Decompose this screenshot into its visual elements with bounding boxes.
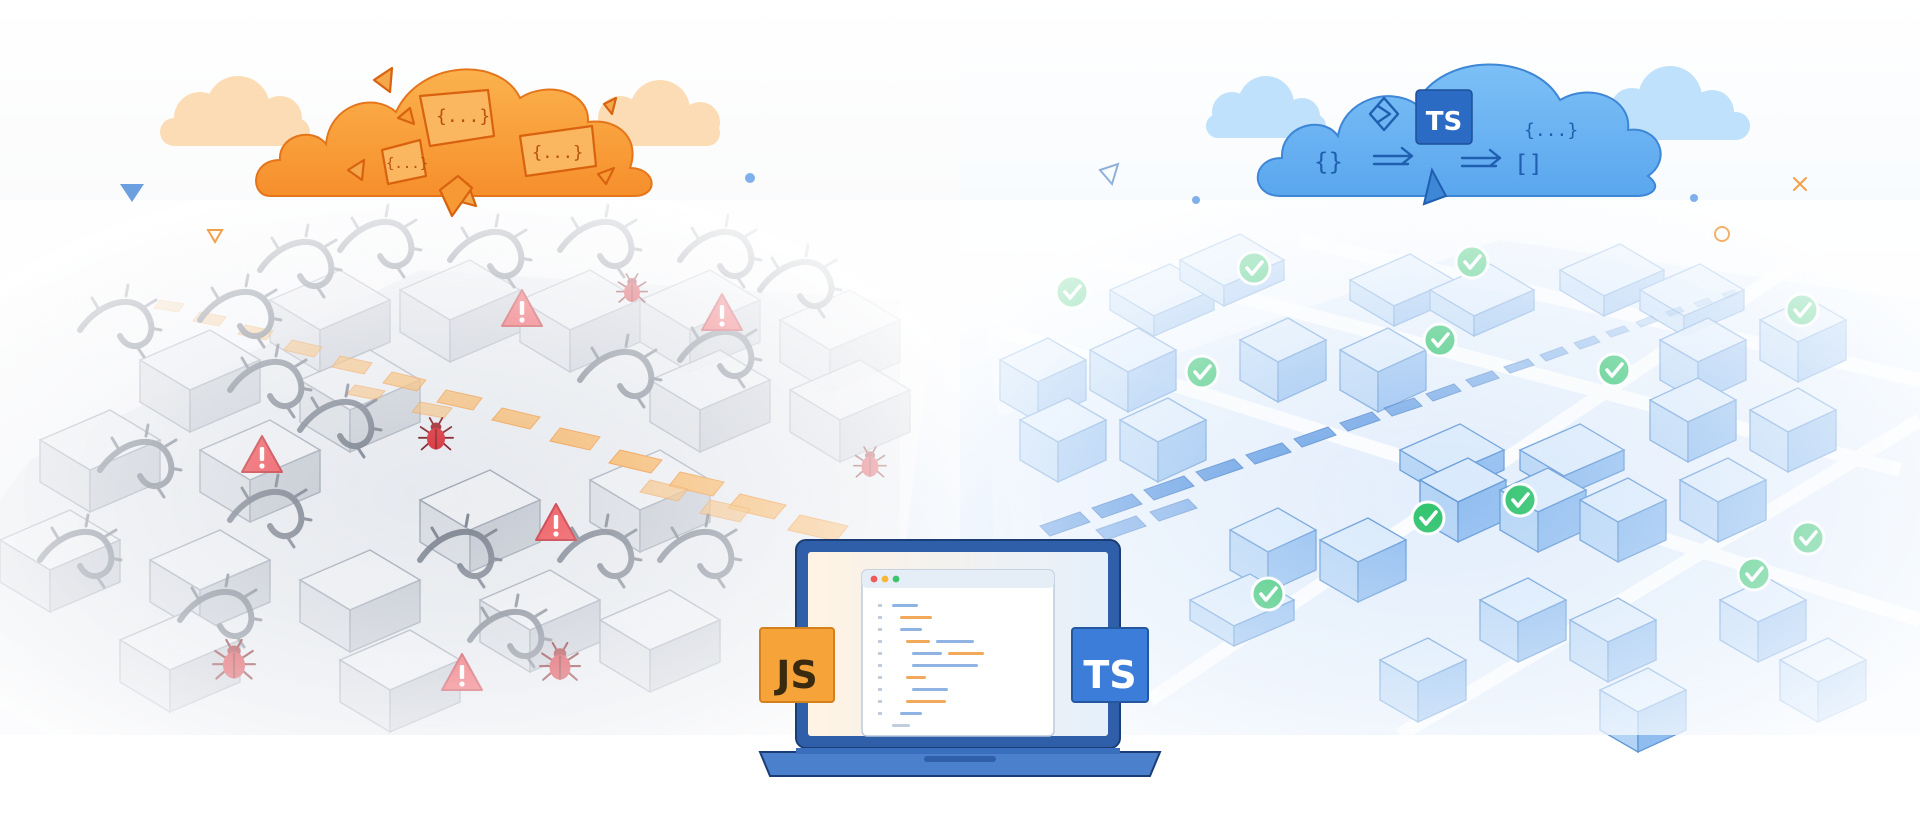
decorations — [120, 162, 1807, 244]
maze-area — [0, 200, 960, 735]
code-editor-window — [861, 569, 1055, 737]
ts-cloud: TS {...} {} [] — [1206, 63, 1750, 206]
ts-cloud-label: TS — [1426, 107, 1462, 137]
code-glyph: {...} — [436, 106, 490, 127]
code-glyph: {...} — [532, 143, 583, 163]
code-glyph: {...} — [386, 156, 428, 172]
js-badge: JS — [759, 627, 835, 703]
js-label: JS — [773, 653, 818, 697]
laptop-icon — [758, 539, 1162, 777]
ts-badge: TS — [1071, 627, 1149, 703]
ts-logo-small: TS — [1415, 89, 1473, 145]
code-glyph: {...} — [1524, 120, 1578, 141]
code-glyph: {} — [1314, 148, 1343, 176]
ts-label: TS — [1083, 653, 1136, 697]
js-cloud: {...} {...} {...} — [160, 66, 720, 218]
code-glyph: [] — [1514, 150, 1543, 178]
